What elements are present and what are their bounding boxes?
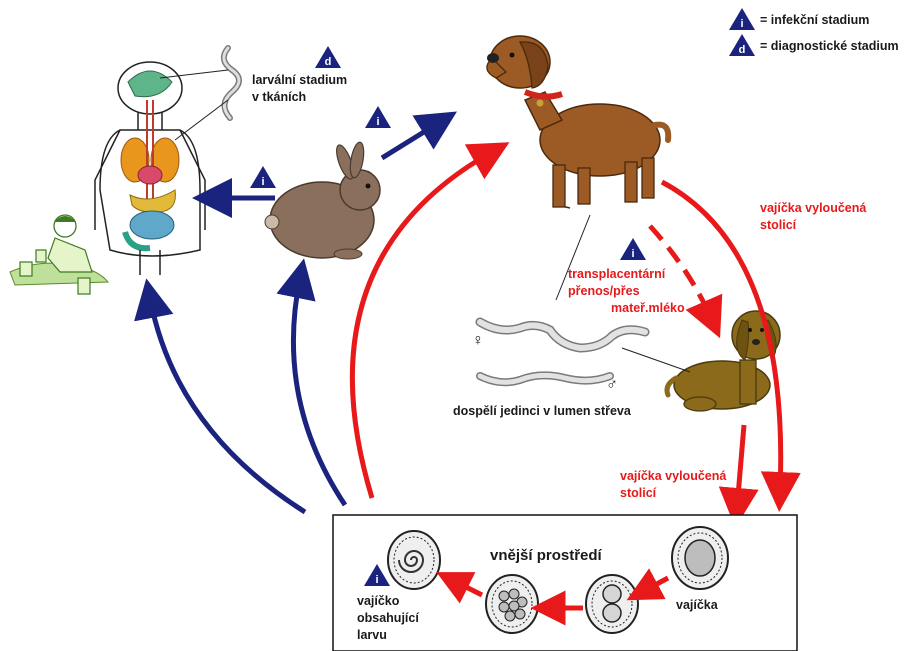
marker-larvated-egg-infective-text: i bbox=[375, 574, 378, 586]
arrow-puppy-to-environment bbox=[737, 425, 744, 508]
adults-caption: dospělí jedinci v lumen střeva bbox=[453, 403, 631, 419]
arrow-rabbit-to-dog bbox=[382, 122, 440, 158]
marker-to-dog-infective-text: i bbox=[376, 116, 379, 128]
marker-to-dog-infective: i bbox=[365, 106, 391, 128]
legend-infective-label: = infekční stadium bbox=[760, 12, 869, 28]
environment-title: vnější prostředí bbox=[490, 548, 602, 564]
eggs-shed-dog-label-line2: stolicí bbox=[760, 217, 796, 233]
arrows bbox=[150, 122, 781, 512]
larvated-egg-label-line1: vajíčko bbox=[357, 593, 399, 609]
dog-figure bbox=[487, 36, 668, 208]
larval-stage-label-line2: v tkáních bbox=[252, 89, 306, 105]
larvated-egg-label-line2: obsahující bbox=[357, 610, 419, 626]
transplacental-label-line2: přenos/přes bbox=[568, 283, 640, 299]
egg-morula bbox=[486, 575, 538, 633]
egg-larvated bbox=[388, 531, 440, 589]
transplacental-label-line3: mateř.mléko bbox=[611, 300, 685, 316]
marker-transplacental-infective-text: i bbox=[631, 248, 634, 260]
marker-to-human-infective-text: i bbox=[261, 176, 264, 188]
eggs-shed-puppy-label-line2: stolicí bbox=[620, 485, 656, 501]
human-figure bbox=[95, 62, 205, 275]
child-playing-figure bbox=[10, 215, 108, 294]
eggs-label: vajíčka bbox=[676, 597, 718, 613]
arrow-environment-to-rabbit bbox=[293, 278, 345, 505]
female-symbol: ♀ bbox=[472, 333, 484, 349]
male-symbol: ♂ bbox=[606, 377, 618, 393]
egg-two-cell bbox=[586, 575, 638, 633]
transplacental-label-line1: transplacentární bbox=[568, 266, 665, 282]
egg-unembryonated bbox=[672, 527, 728, 589]
legend-diagnostic-label: = diagnostické stadium bbox=[760, 38, 899, 54]
larvated-egg-label-line3: larvu bbox=[357, 627, 387, 643]
marker-legend-diagnostic: d bbox=[729, 34, 755, 56]
rabbit-figure bbox=[265, 141, 380, 259]
eggs-shed-puppy-label-line1: vajíčka vyloučená bbox=[620, 468, 726, 484]
marker-legend-diagnostic-text: d bbox=[739, 44, 746, 56]
marker-human-diagnostic-text: d bbox=[325, 56, 332, 68]
marker-to-human-infective: i bbox=[250, 166, 276, 188]
marker-transplacental-infective: i bbox=[620, 238, 646, 260]
eggs-shed-dog-label-line1: vajíčka vyloučená bbox=[760, 200, 866, 216]
arrow-environment-to-human bbox=[150, 298, 305, 512]
marker-legend-infective: i bbox=[729, 8, 755, 30]
larval-stage-label-line1: larvální stadium bbox=[252, 72, 347, 88]
puppy-figure bbox=[667, 311, 780, 411]
marker-human-diagnostic: d bbox=[315, 46, 341, 68]
marker-legend-infective-text: i bbox=[740, 18, 743, 30]
